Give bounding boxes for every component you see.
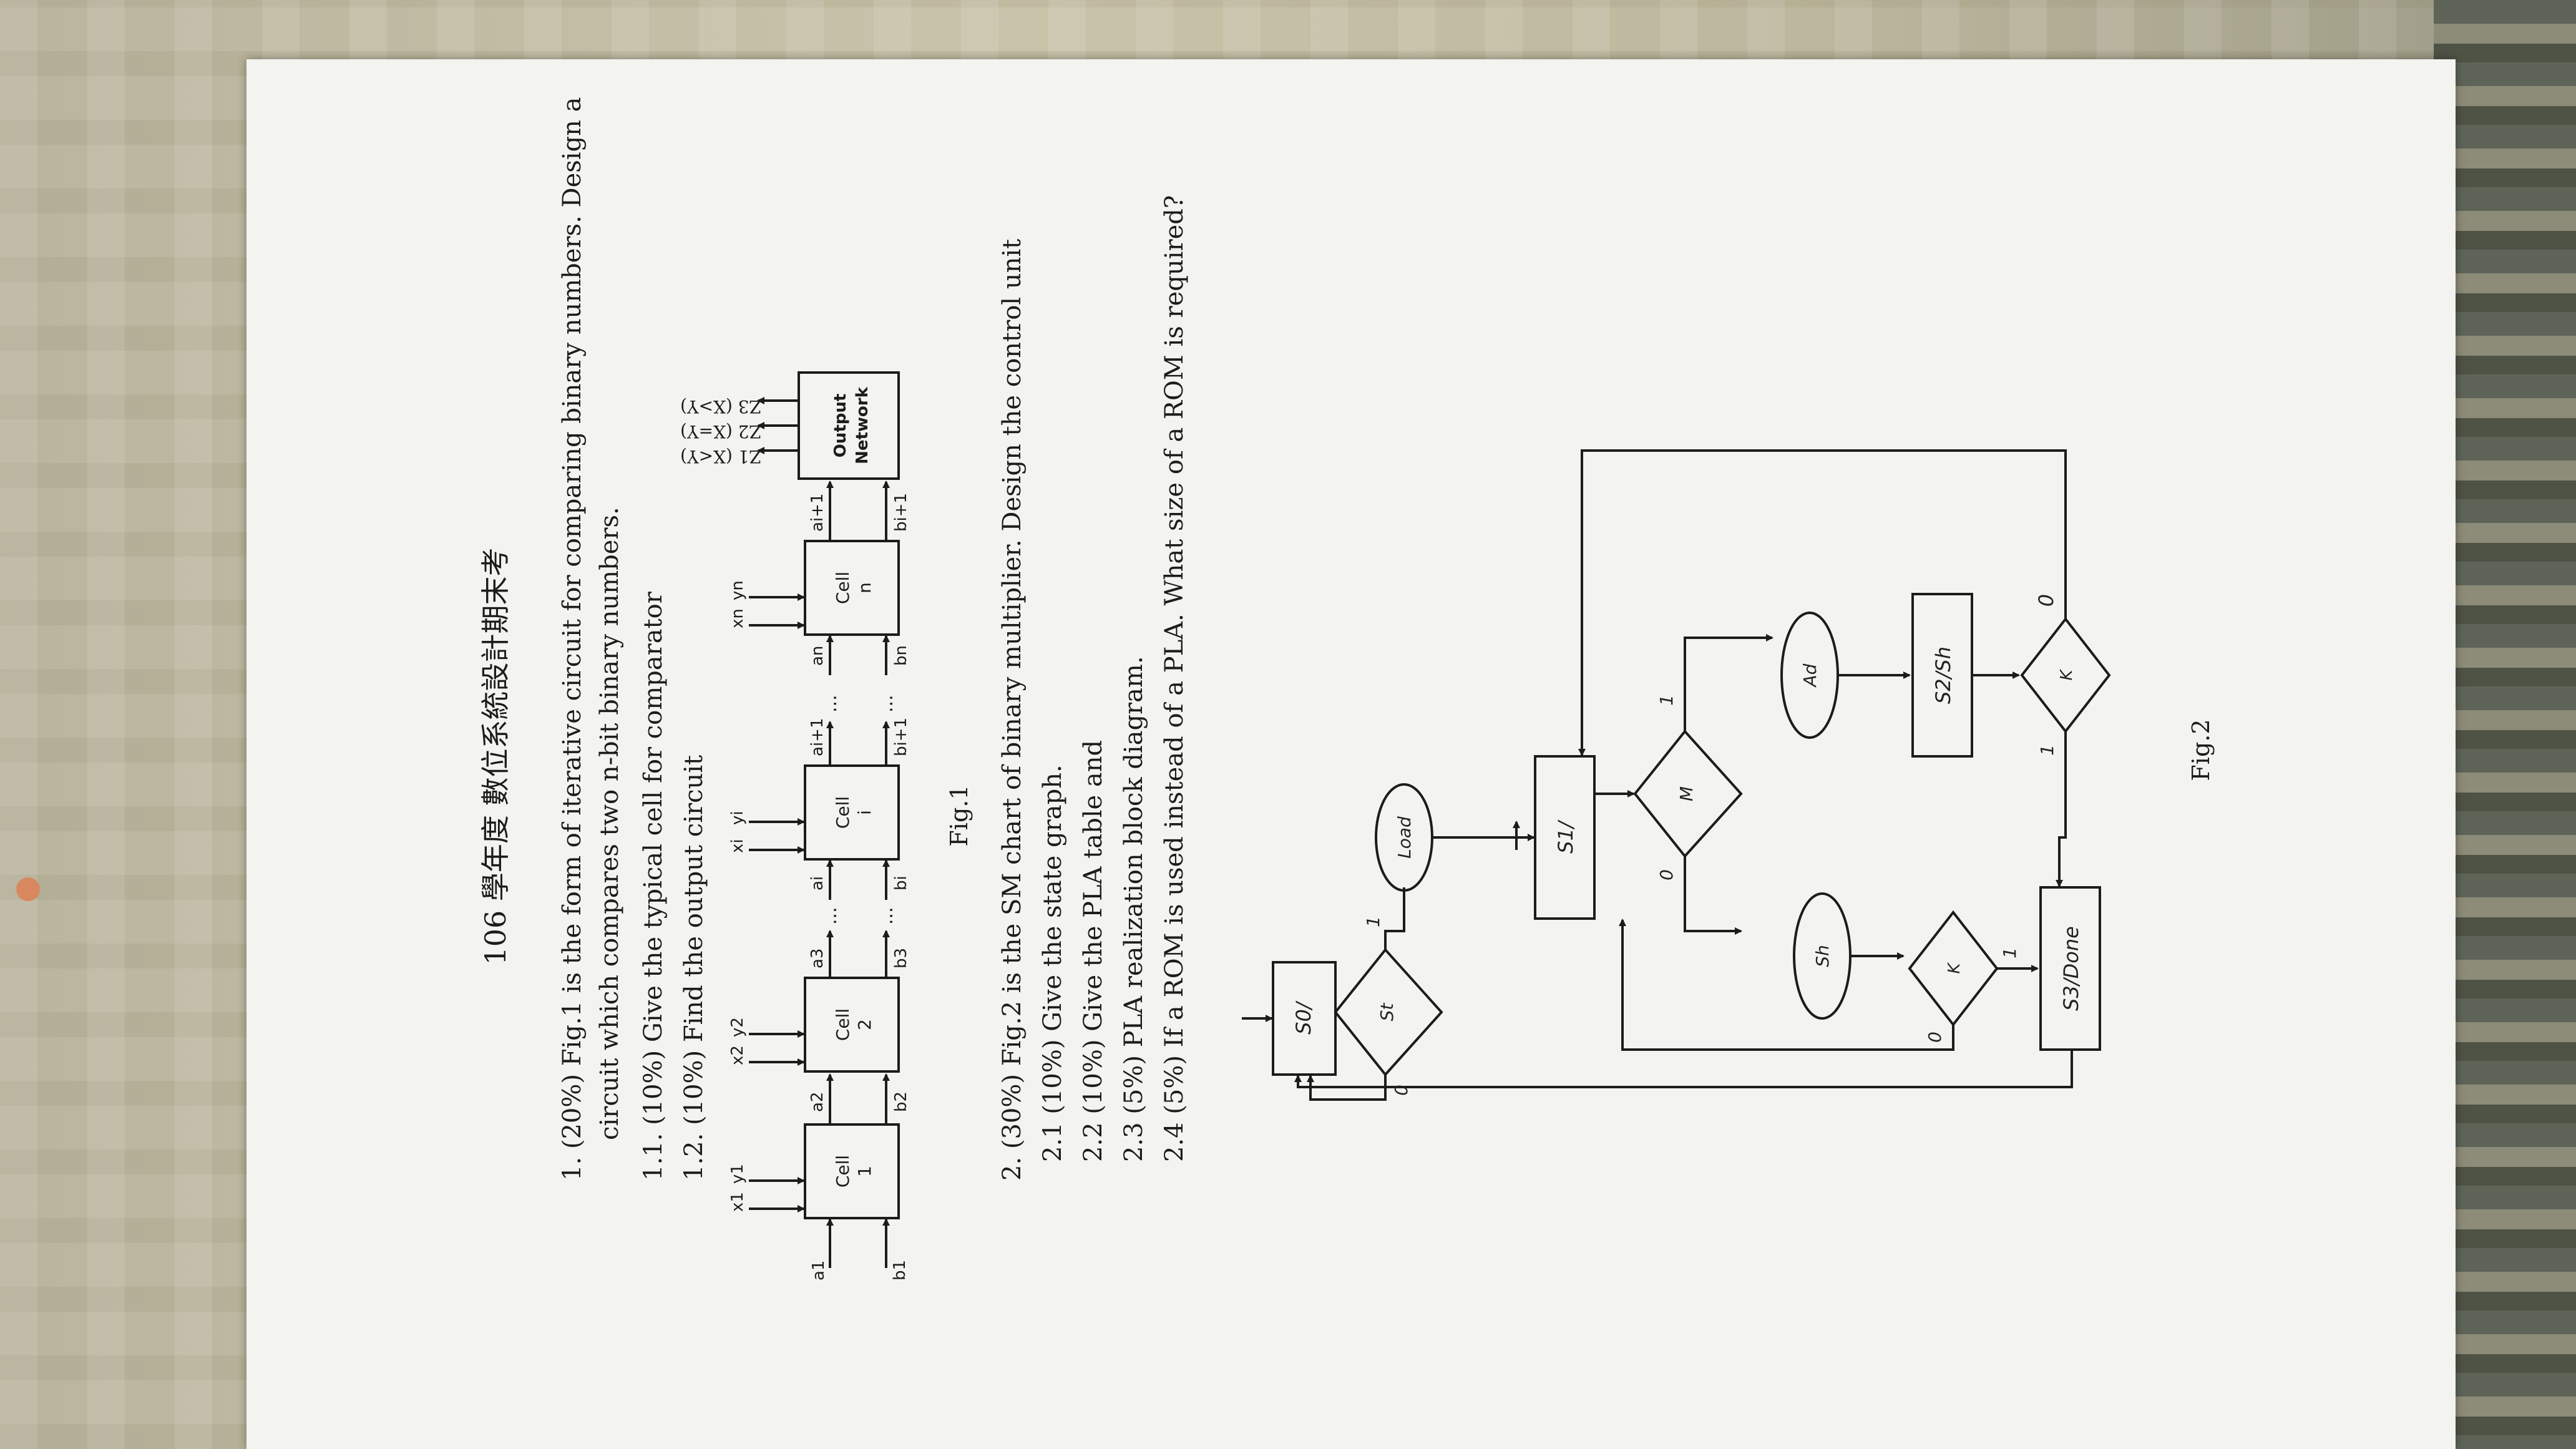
label-y1: y1	[728, 1164, 747, 1184]
k-right-zero-label: 0	[2034, 594, 2058, 607]
state-s2-label: S2/Sh	[1931, 646, 1955, 704]
label-bi: bi	[892, 876, 910, 890]
st-zero-label: 0	[1391, 1085, 1412, 1096]
fig1-diagram	[749, 371, 900, 1268]
exam-paper	[246, 59, 2456, 1449]
decision-k-right	[2020, 617, 2111, 734]
state-s3-box	[2039, 886, 2101, 1051]
decision-st	[1334, 947, 1443, 1077]
decision-m	[1633, 729, 1743, 859]
k-right-one-label: 1	[2037, 744, 2057, 756]
label-a1: a1	[809, 1261, 828, 1281]
fig2-labels: S0/ St 0 1 Load S1/ M 0 1 Sh Ad S2/Sh K …	[1292, 594, 2215, 1096]
q1-sub2: 1.2. (10%) Find the output circuit	[680, 755, 708, 1181]
q2-line1: 2. (30%) Fig.2 is the SM chart of binary…	[998, 239, 1027, 1181]
label-b1: b1	[890, 1260, 909, 1281]
output-z3: Z3 (X>Y)	[680, 396, 761, 417]
label-x1: x1	[728, 1192, 747, 1212]
q1-line2: circuit which compares two n-bit binary …	[595, 507, 624, 1140]
output-sh-label: Sh	[1812, 945, 1833, 967]
label-bn: bn	[892, 645, 910, 666]
label-a2: a2	[808, 1092, 827, 1112]
m-one-label: 1	[1656, 695, 1677, 706]
ellipsis-b-2: ...	[876, 695, 897, 713]
label-bi1: bi+1	[892, 718, 910, 756]
k-left-one-label: 1	[1999, 947, 2020, 959]
label-b3: b3	[892, 948, 910, 968]
cell-1-label: Cell	[832, 1155, 853, 1188]
label-b2: b2	[892, 1091, 910, 1112]
cell-2-index: 2	[854, 1019, 875, 1030]
output-network-label-2: Network	[853, 386, 872, 464]
label-xn: xn	[728, 608, 747, 628]
fig1-caption: Fig.1	[945, 784, 973, 846]
q2-sub2: 2.2 (10%) Give the PLA table and	[1079, 740, 1108, 1162]
fig1-labels: x1 y1 Cell 1 a1 b1 a2 b2 x2 y2 Cell 2 a3…	[680, 386, 973, 1281]
output-network-label-1: Output	[831, 394, 850, 458]
k-left-zero-label: 0	[1925, 1032, 1945, 1043]
fig2-sm-chart	[1242, 449, 2111, 1101]
q2-sub3: 2.3 (5%) PLA realization block diagram.	[1120, 656, 1148, 1162]
cell-i-index: i	[854, 810, 875, 815]
output-ad-label: Ad	[1800, 663, 1820, 688]
cell-2-label: Cell	[832, 1008, 853, 1041]
output-z1: Z1 (X<Y)	[680, 446, 761, 467]
decision-m-label: M	[1676, 786, 1697, 801]
output-load-label: Load	[1394, 816, 1415, 859]
ellipsis-a-1: ...	[819, 907, 841, 925]
cell-1-index: 1	[854, 1166, 875, 1177]
cell-2-box	[804, 977, 900, 1073]
m-zero-label: 0	[1656, 869, 1677, 881]
cell-n-label: Cell	[832, 572, 853, 604]
cell-i-box	[804, 764, 900, 861]
q1-line1: 1. (20%) Fig.1 is the form of iterative …	[558, 97, 587, 1181]
label-an1: ai+1	[808, 494, 827, 532]
decision-k-right-label: K	[2057, 669, 2076, 681]
q2-sub4: 2.4 (5%) If a ROM is used instead of a P…	[1160, 195, 1189, 1162]
output-network-box	[798, 371, 900, 480]
label-xi: xi	[728, 839, 747, 853]
q1-sub1: 1.1. (10%) Give the typical cell for com…	[639, 591, 668, 1181]
label-an: an	[808, 646, 827, 666]
ellipsis-b-1: ...	[876, 907, 897, 925]
label-yi: yi	[728, 811, 747, 825]
tablecloth-dark-edge	[2434, 0, 2576, 1449]
state-s3-label: S3/Done	[2059, 926, 2083, 1011]
state-s0-box	[1272, 961, 1337, 1076]
label-yn: yn	[728, 580, 747, 600]
label-a3: a3	[808, 949, 827, 968]
decision-k-left-label: K	[1945, 962, 1964, 974]
label-ai1: ai+1	[808, 718, 827, 756]
state-s0-label: S0/	[1292, 1000, 1315, 1035]
tablecloth-pattern	[0, 842, 56, 936]
cell-1-box	[804, 1123, 900, 1219]
label-ai: ai	[808, 876, 827, 890]
cell-n-box	[804, 540, 900, 636]
label-x2: x2	[728, 1045, 747, 1065]
label-y2: y2	[728, 1017, 747, 1037]
st-one-label: 1	[1363, 916, 1383, 927]
label-bn1: bi+1	[892, 493, 910, 532]
ellipsis-a-2: ...	[819, 695, 841, 713]
fig2-caption: Fig.2	[2187, 719, 2215, 781]
decision-st-label: St	[1377, 1003, 1397, 1022]
state-s1-box	[1534, 755, 1596, 920]
exam-title: 106 學年度 數位系統設計期末考	[479, 547, 512, 965]
cell-n-index: n	[854, 582, 875, 593]
cell-i-label: Cell	[832, 796, 853, 829]
state-s1-label: S1/	[1554, 819, 1578, 854]
output-z2: Z2 (X=Y)	[680, 421, 761, 442]
q2-sub1: 2.1 (10%) Give the state graph.	[1038, 764, 1067, 1162]
